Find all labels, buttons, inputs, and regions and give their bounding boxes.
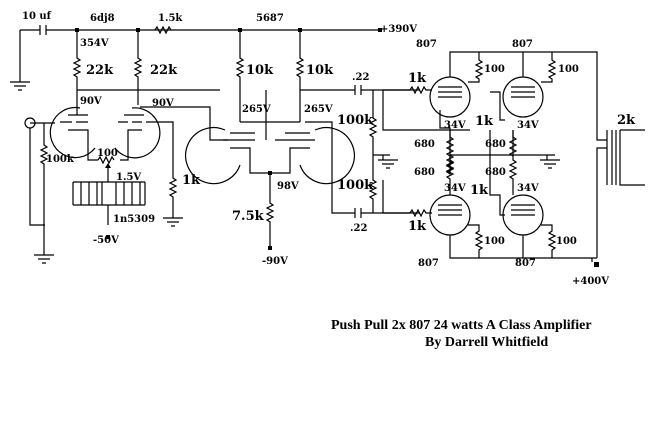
cathode-resistor-1-label: 680: [414, 139, 435, 150]
plate-resistor-2-label: 22k: [150, 63, 178, 78]
cathode-resistor-3-label: 680: [414, 167, 435, 178]
bias-voltage-label: 1.5V: [116, 172, 141, 183]
splitter-plate-resistor-1-label: 10k: [246, 63, 274, 78]
grid-stopper-mid-top-label: 1k: [475, 114, 494, 129]
screen-resistor-bl-label: 100: [484, 236, 505, 247]
tube-807-bl-label: 807: [418, 258, 439, 269]
title-line-2: By Darrell Whitfield: [425, 335, 548, 350]
coupling-cap-top-label: .22: [352, 72, 369, 83]
plate-voltage-2-label: 90V: [152, 98, 174, 109]
grid-resistor-bottom-label: 100k: [337, 178, 374, 193]
screen-resistor-tr-label: 100: [558, 64, 579, 75]
coupling-cap-label: 10 uf: [22, 11, 52, 22]
output-wiring: [382, 51, 645, 267]
tube-807-tl-label: 807: [416, 39, 437, 50]
cathode-voltage-label: 98V: [277, 181, 299, 192]
supply-390-label: +390V: [380, 24, 417, 35]
input-tube-label: 6dj8: [90, 13, 115, 24]
grid2-resistor-label: 1k: [182, 173, 201, 188]
node-voltage-label: 354V: [80, 38, 109, 49]
diode-string: [80, 182, 141, 205]
grid-stopper-mid-bottom-label: 1k: [470, 183, 489, 198]
cathode-voltage-tl-label: 34V: [444, 120, 466, 131]
splitter-plate-voltage-1-label: 265V: [242, 104, 271, 115]
splitter-tube-label: 5687: [256, 13, 284, 24]
splitter-wiring: [185, 30, 420, 248]
splitter-plate-voltage-2-label: 265V: [304, 104, 333, 115]
screen-resistor-br-label: 100: [556, 236, 577, 247]
cathode-resistor-2-label: 680: [485, 139, 506, 150]
grid-stopper-bottom-label: 1k: [408, 219, 427, 234]
grid-resistor-top-label: 100k: [337, 113, 374, 128]
supply-400-label: +400V: [572, 276, 609, 287]
plate-resistor-1-label: 22k: [86, 63, 114, 78]
cathode-pot-label: 100: [97, 148, 118, 159]
dropper-resistor-label: 1.5k: [158, 13, 183, 24]
neg50-supply-label: -50V: [93, 235, 119, 246]
screen-resistor-tl-label: 100: [484, 64, 505, 75]
tube-807-br-label: 807: [515, 258, 536, 269]
diode-label: 1n5309: [113, 214, 155, 225]
tail-resistor-label: 7.5k: [232, 209, 265, 224]
neg90-supply-label: -90V: [262, 256, 288, 267]
splitter-plate-resistor-2-label: 10k: [306, 63, 334, 78]
plate-voltage-1-label: 90V: [80, 96, 102, 107]
cathode-resistor-4-label: 680: [485, 167, 506, 178]
grid-resistor-label: 100k: [46, 154, 75, 165]
title-line-1: Push Pull 2x 807 24 watts A Class Amplif…: [331, 318, 592, 333]
input-wiring: [10, 25, 380, 264]
cathode-voltage-tr-label: 34V: [517, 120, 539, 131]
transformer-label: 2k: [617, 113, 636, 128]
grid-stopper-top-label: 1k: [408, 71, 427, 86]
coupling-cap-bottom-label: .22: [350, 223, 367, 234]
cathode-voltage-bl-label: 34V: [444, 183, 466, 194]
tube-807-tr-label: 807: [512, 39, 533, 50]
junction-dots: [75, 28, 382, 250]
cathode-voltage-br-label: 34V: [517, 183, 539, 194]
